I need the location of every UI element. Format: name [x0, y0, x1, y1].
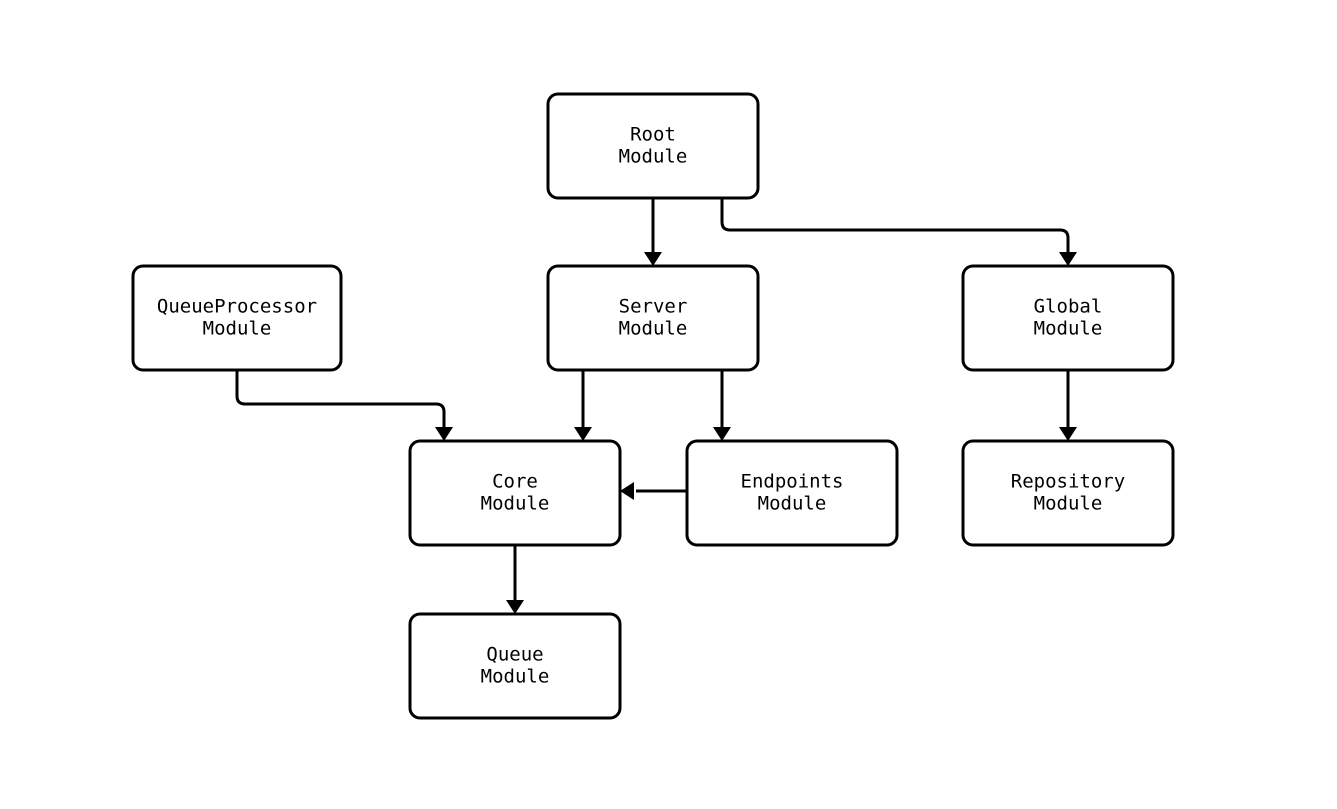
edge-root-to-server — [644, 198, 662, 266]
root-module-node-box[interactable] — [546, 92, 760, 200]
edge-global-to-repository — [1059, 370, 1077, 441]
core-module-node-label-line2: Module — [481, 493, 550, 515]
edge-endpoints-to-core-arrowhead — [620, 482, 634, 500]
edge-root-to-global-arrowhead — [1059, 252, 1077, 266]
edge-core-to-queue-arrowhead — [506, 600, 524, 614]
core-module-node-label-line1: Core — [492, 471, 538, 493]
edge-queueprocessor-to-core — [235, 370, 453, 441]
queue-module-node-label-line1: Queue — [486, 644, 543, 666]
repository-module-node-label-line1: Repository — [1011, 471, 1125, 493]
edge-server-to-core — [574, 370, 592, 441]
server-module-node-label-line2: Module — [619, 318, 688, 340]
repository-module-node-box[interactable] — [961, 439, 1175, 547]
edge-server-to-endpoints-arrowhead — [713, 427, 731, 441]
queueprocessor-module-node-label-line1: QueueProcessor — [157, 296, 317, 318]
queue-module-node-label-line2: Module — [481, 666, 550, 688]
edge-server-to-endpoints — [713, 370, 731, 441]
edge-root-to-global-line — [720, 198, 1070, 258]
endpoints-module-node-label-line2: Module — [758, 493, 827, 515]
edges-layer — [235, 198, 1077, 614]
queue-module-node-box[interactable] — [408, 612, 622, 720]
edge-queueprocessor-to-core-line — [235, 370, 446, 433]
endpoints-module-node-label-line1: Endpoints — [741, 471, 844, 493]
core-module-node-box[interactable] — [408, 439, 622, 547]
edge-server-to-core-arrowhead — [574, 427, 592, 441]
root-module-node-label-line2: Module — [619, 146, 688, 168]
edge-root-to-global — [720, 198, 1077, 266]
repository-module-node-label-line2: Module — [1034, 493, 1103, 515]
global-module-node-label-line1: Global — [1034, 296, 1103, 318]
endpoints-module-node-box[interactable] — [685, 439, 899, 547]
root-module-node-label-line1: Root — [630, 124, 676, 146]
edge-queueprocessor-to-core-arrowhead — [435, 427, 453, 441]
server-module-node-label-line1: Server — [619, 296, 688, 318]
nodes-layer: RootModuleQueueProcessorModuleServerModu… — [131, 92, 1175, 720]
server-module-node-box[interactable] — [546, 264, 760, 372]
global-module-node-label-line2: Module — [1034, 318, 1103, 340]
edge-root-to-server-arrowhead — [644, 252, 662, 266]
edge-core-to-queue — [506, 545, 524, 614]
edge-global-to-repository-arrowhead — [1059, 427, 1077, 441]
global-module-node-box[interactable] — [961, 264, 1175, 372]
queueprocessor-module-node-label-line2: Module — [203, 318, 272, 340]
edge-endpoints-to-core — [620, 482, 687, 500]
queueprocessor-module-node-box[interactable] — [131, 264, 343, 372]
